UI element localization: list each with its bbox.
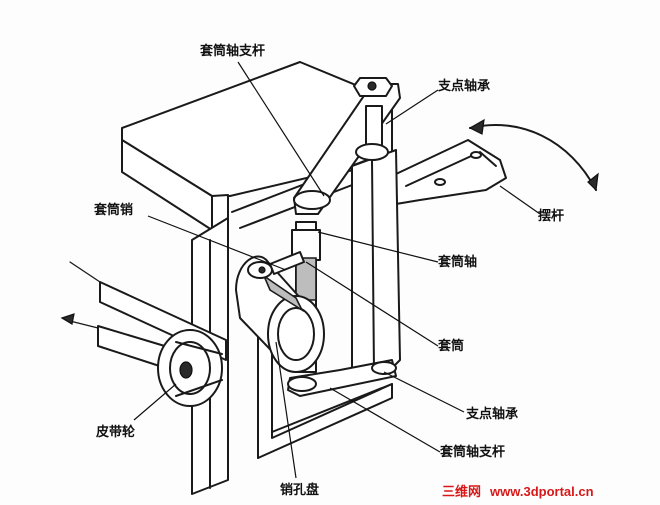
watermark-url: www.3dportal.cn <box>489 484 594 499</box>
leader-lines <box>133 61 541 479</box>
belt-pulley <box>97 281 227 407</box>
label-belt-pulley: 皮带轮 <box>95 424 135 440</box>
swing-motion-arrow <box>468 118 599 192</box>
label-sleeve-shaft-support-rod-top: 套筒轴支杆 <box>199 43 265 59</box>
pin-hole-disc <box>235 251 325 373</box>
label-sleeve: 套筒 <box>437 338 464 354</box>
top-support-rod <box>293 77 401 215</box>
belt-direction-arrows <box>60 261 101 329</box>
label-sleeve-shaft-support-rod-bottom: 套筒轴支杆 <box>439 444 505 460</box>
label-pin-hole-disc: 销孔盘 <box>280 482 319 498</box>
pivot-upright <box>351 149 401 383</box>
labels: 套筒轴支杆 支点轴承 摆杆 套筒销 套筒轴 套筒 支点轴承 套筒轴支杆 皮带轮 … <box>93 43 564 498</box>
label-pivot-bearing-top: 支点轴承 <box>437 78 490 94</box>
label-sleeve-pin: 套筒销 <box>93 202 133 218</box>
label-sleeve-shaft: 套筒轴 <box>437 254 477 270</box>
watermark-brand: 三维网 <box>442 484 481 500</box>
swing-rod <box>395 139 507 205</box>
watermark: 三维网 www.3dportal.cn <box>442 484 594 500</box>
label-pivot-bearing-bottom: 支点轴承 <box>465 406 518 422</box>
label-swing-rod: 摆杆 <box>538 208 564 224</box>
